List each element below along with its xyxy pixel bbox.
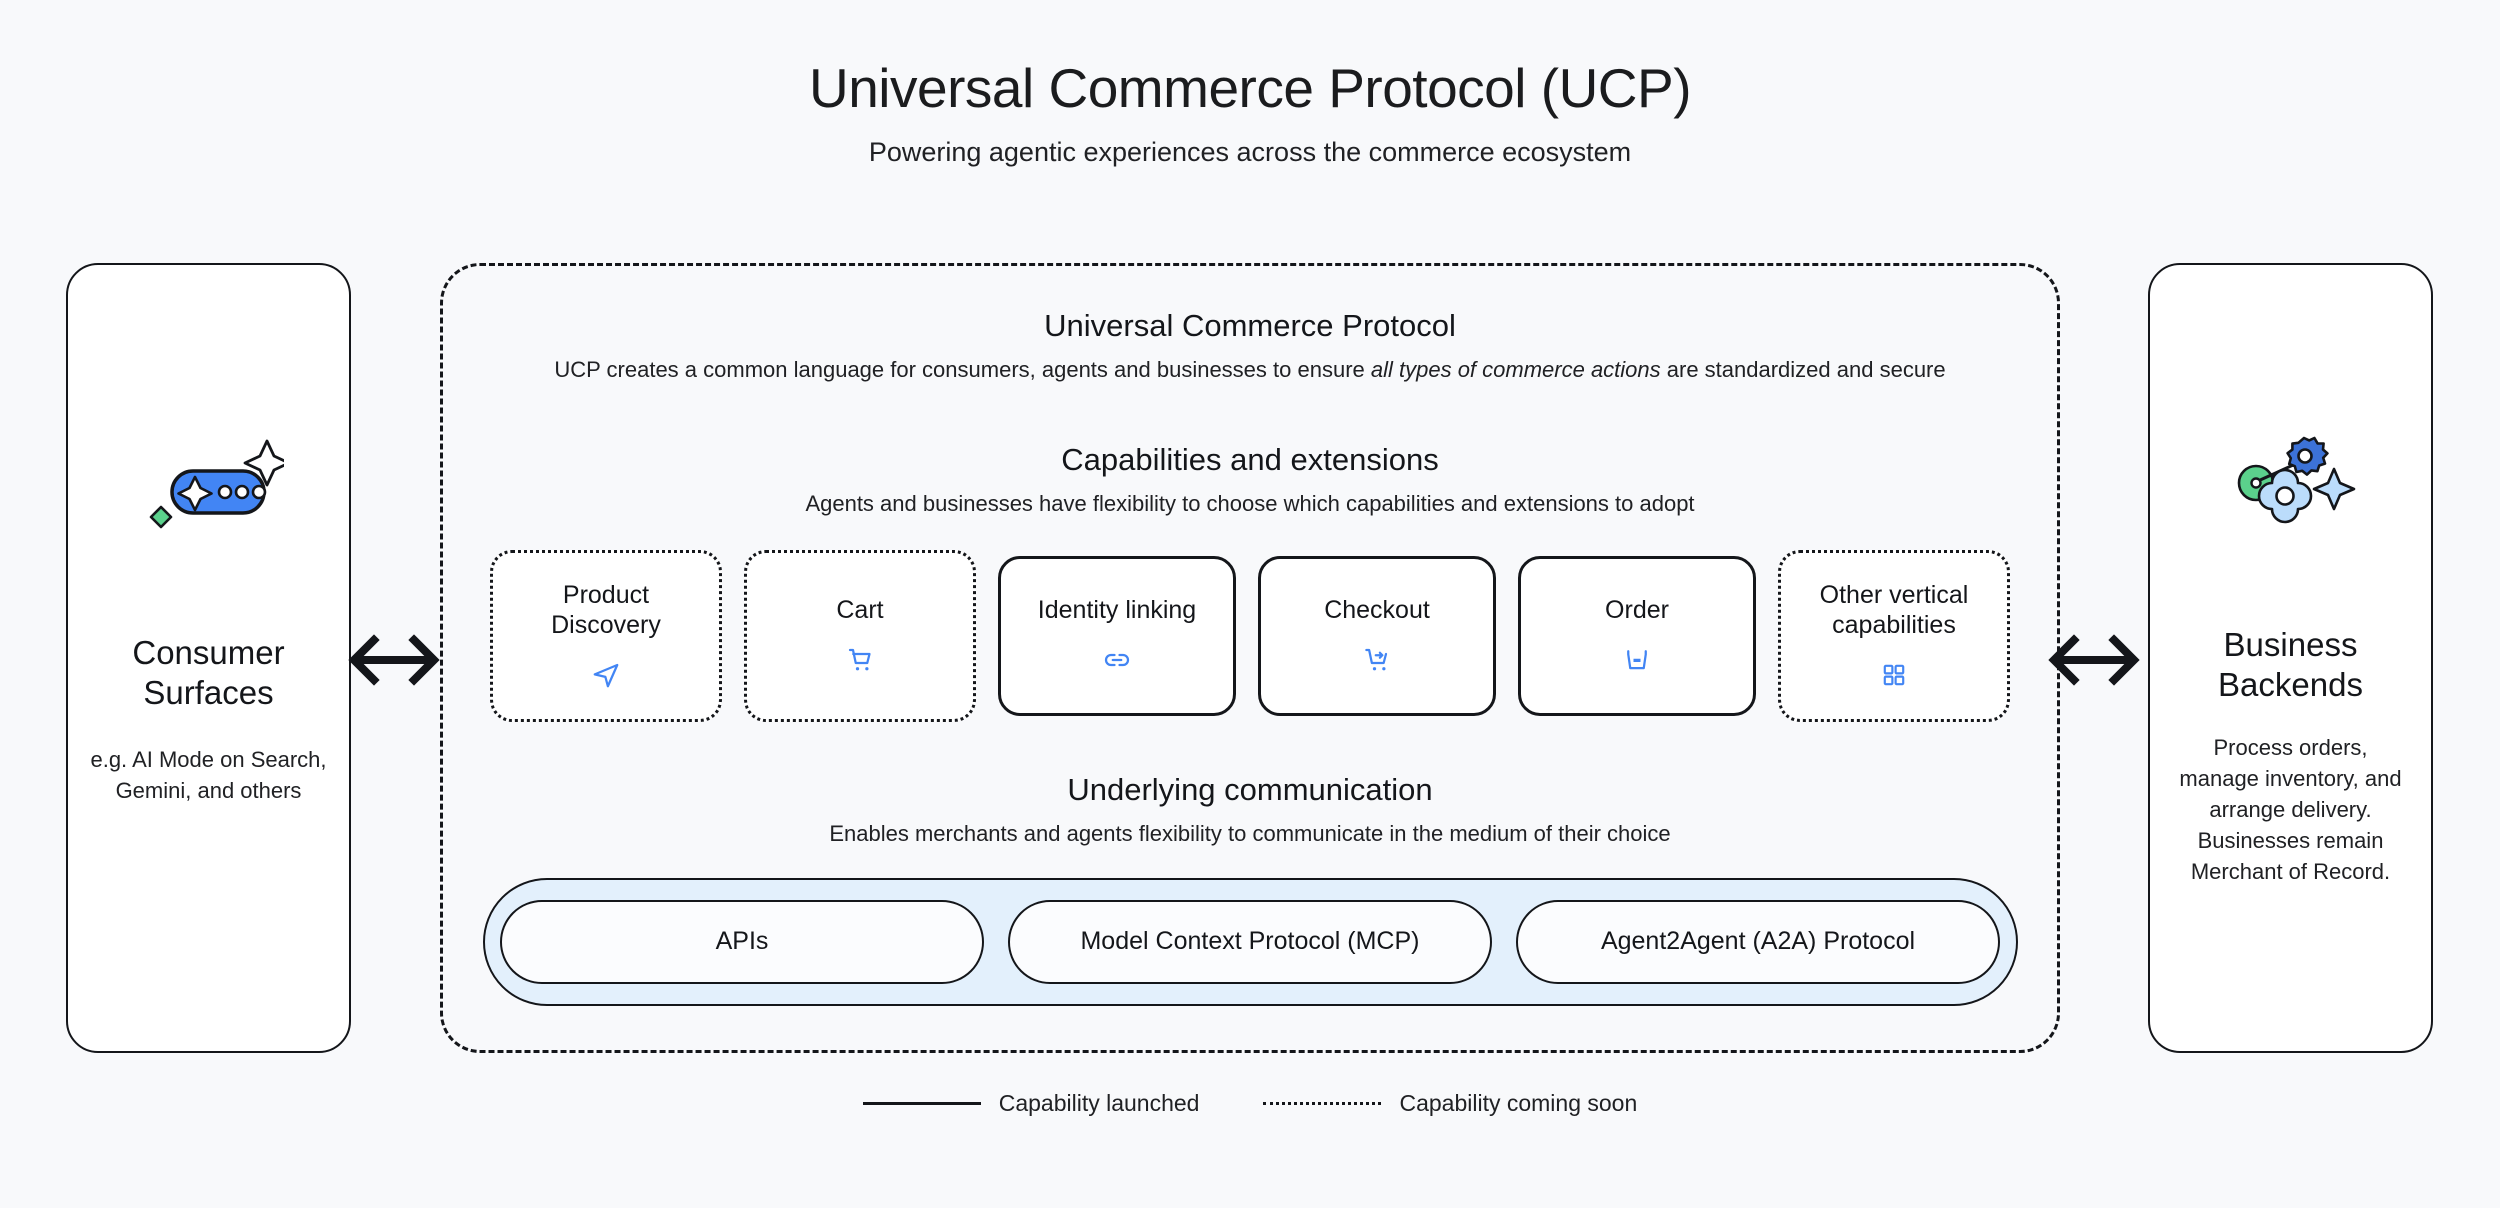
- comm-pill-apis[interactable]: APIs: [500, 899, 984, 984]
- solid-line-icon: [862, 1102, 981, 1105]
- capability-label: Other vertical capabilities: [1819, 580, 1969, 639]
- cart-arrow-icon: [1362, 643, 1392, 677]
- consumer-surfaces-title: Consumer Surfaces: [132, 634, 285, 712]
- business-backends-title: Business Backends: [2218, 626, 2363, 704]
- business-backends-description: Process orders, manage inventory, and ar…: [2179, 734, 2402, 885]
- page-title: Universal Commerce Protocol (UCP): [808, 57, 1692, 119]
- shopping-cart-icon: [845, 643, 875, 677]
- communication-section: Underlying communication Enables merchan…: [443, 772, 2057, 1006]
- business-backends-panel: Business Backends Process orders, manage…: [2148, 263, 2433, 1053]
- legend: Capability launched Capability coming so…: [0, 1090, 2500, 1117]
- communication-title: Underlying communication: [1067, 771, 1433, 807]
- capabilities-title: Capabilities and extensions: [1061, 441, 1439, 477]
- protocol-description-part2: are standardized and secure: [1660, 357, 1946, 382]
- communication-bar: APIs Model Context Protocol (MCP) Agent2…: [482, 877, 2018, 1006]
- protocol-description: UCP creates a common language for consum…: [553, 354, 1947, 386]
- consumer-surfaces-description: e.g. AI Mode on Search, Gemini, and othe…: [90, 746, 327, 803]
- capability-cards-row: Product Discovery Cart: [443, 549, 2057, 722]
- gears-settings-icon: [2216, 435, 2366, 545]
- capability-label: Checkout: [1324, 595, 1430, 624]
- capability-card-cart[interactable]: Cart: [744, 549, 976, 722]
- capabilities-header: Capabilities and extensions Agents and b…: [443, 442, 2057, 520]
- grid-squares-icon: [1881, 658, 1907, 692]
- protocol-description-part1: UCP creates a common language for consum…: [554, 357, 1371, 382]
- basket-package-icon: [1622, 643, 1652, 677]
- link-chain-icon: [1102, 643, 1132, 677]
- page-subtitle: Powering agentic experiences across the …: [868, 136, 1632, 167]
- legend-item-coming-soon: Capability coming soon: [1263, 1090, 1637, 1117]
- capabilities-section: Capabilities and extensions Agents and b…: [443, 442, 2057, 722]
- double-arrow-icon-right: [2048, 630, 2140, 690]
- capability-card-order[interactable]: Order: [1518, 555, 1756, 716]
- legend-item-launched: Capability launched: [862, 1090, 1200, 1117]
- protocol-description-italic: all types of commerce actions: [1370, 357, 1661, 382]
- capability-card-other-vertical[interactable]: Other vertical capabilities: [1778, 549, 2010, 722]
- comm-pill-mcp[interactable]: Model Context Protocol (MCP): [1008, 899, 1492, 984]
- comm-pill-a2a[interactable]: Agent2Agent (A2A) Protocol: [1516, 899, 2000, 984]
- ucp-main-container: Universal Commerce Protocol UCP creates …: [440, 263, 2060, 1053]
- header: Universal Commerce Protocol (UCP) Poweri…: [0, 57, 2500, 168]
- capability-card-checkout[interactable]: Checkout: [1258, 555, 1496, 716]
- capability-label: Order: [1605, 595, 1669, 624]
- protocol-title: Universal Commerce Protocol: [1044, 308, 1456, 343]
- capabilities-subtitle: Agents and businesses have flexibility t…: [805, 490, 1695, 516]
- consumer-surfaces-panel: Consumer Surfaces e.g. AI Mode on Search…: [66, 263, 351, 1053]
- double-arrow-icon-left: [348, 630, 440, 690]
- send-paper-plane-icon: [591, 658, 621, 692]
- capability-card-identity-linking[interactable]: Identity linking: [998, 555, 1236, 716]
- ai-chat-sparkle-icon: [134, 435, 284, 545]
- capability-label: Cart: [836, 595, 884, 624]
- legend-label-launched: Capability launched: [998, 1090, 1200, 1116]
- capability-card-product-discovery[interactable]: Product Discovery: [490, 549, 722, 722]
- protocol-section: Universal Commerce Protocol UCP creates …: [443, 308, 2057, 386]
- dotted-line-icon: [1263, 1102, 1382, 1105]
- communication-subtitle: Enables merchants and agents flexibility…: [829, 820, 1671, 846]
- capability-label: Product Discovery: [551, 580, 661, 639]
- legend-label-coming-soon: Capability coming soon: [1399, 1090, 1638, 1116]
- communication-header: Underlying communication Enables merchan…: [443, 772, 2057, 850]
- capability-label: Identity linking: [1037, 595, 1197, 624]
